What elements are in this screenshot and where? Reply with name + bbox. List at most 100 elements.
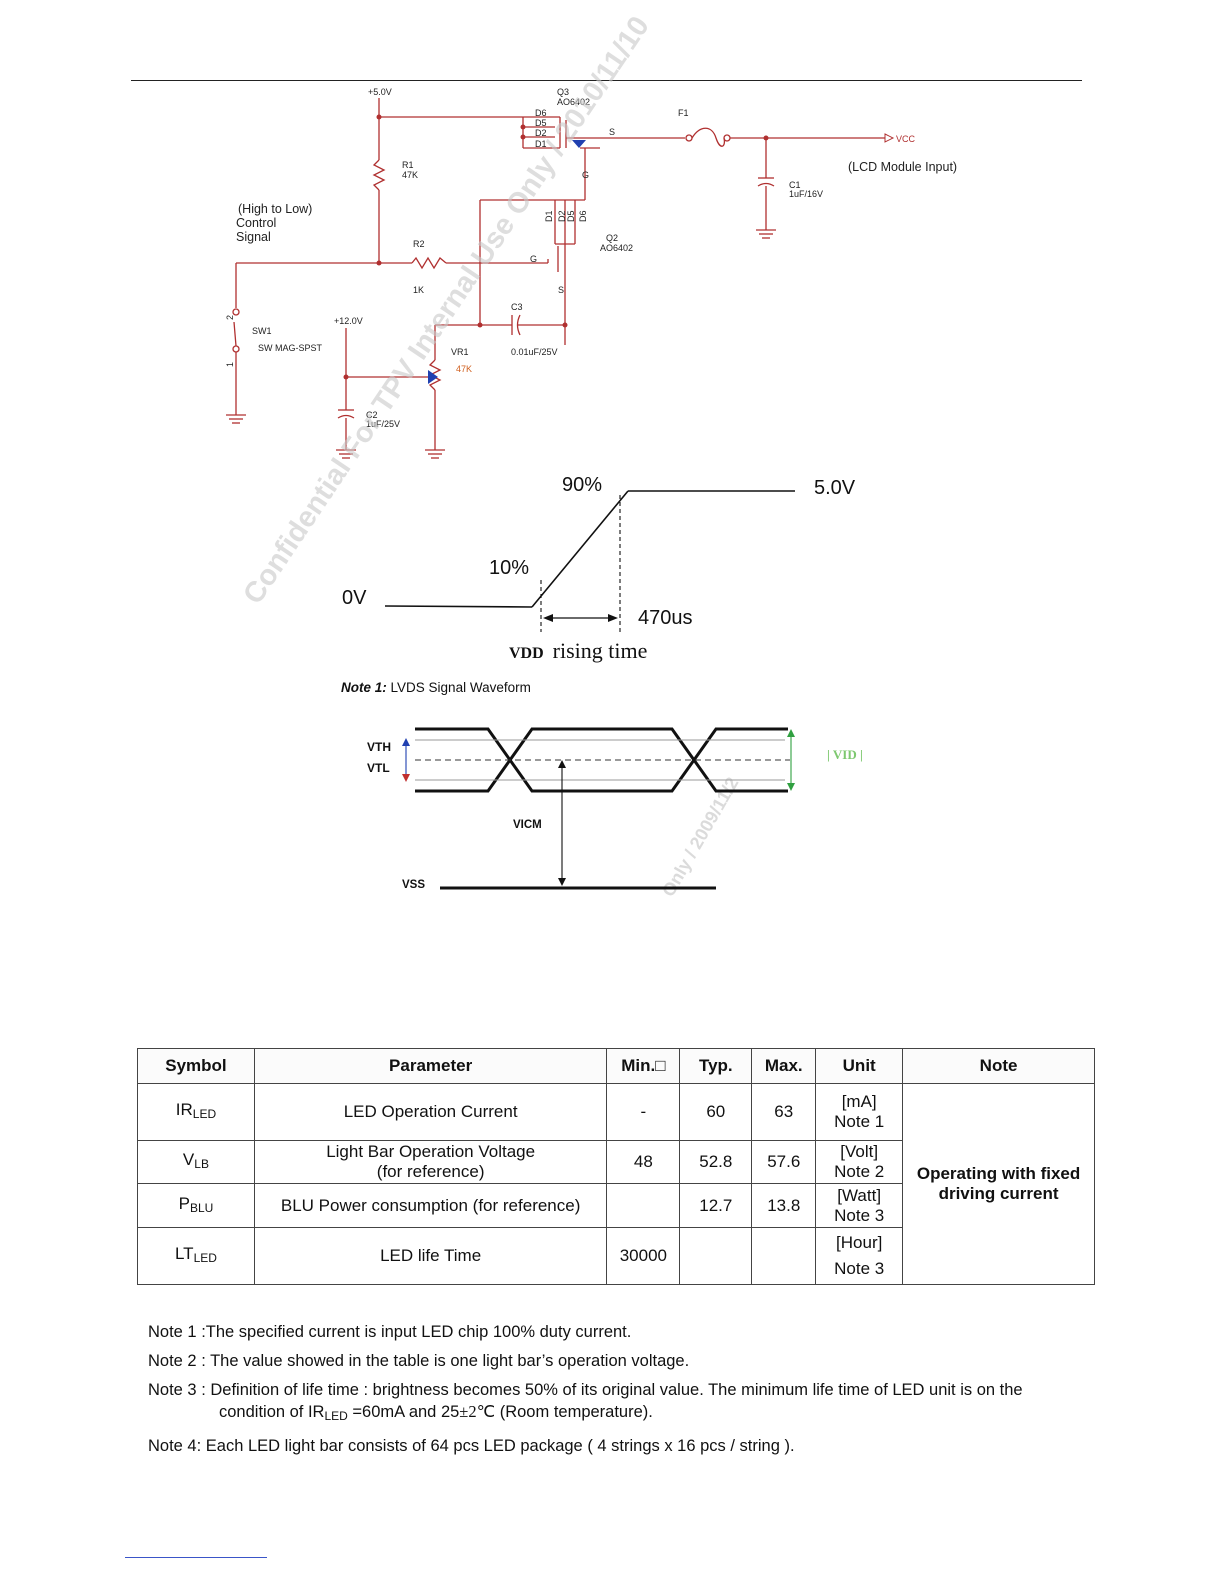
label-r1-value: 47K bbox=[402, 170, 418, 180]
cell-symbol: IRLED bbox=[137, 1083, 255, 1141]
cell-typ: 60 bbox=[679, 1083, 753, 1141]
label-90-percent: 90% bbox=[562, 474, 602, 496]
lvds-waveform: VTH VTL | VID | VICM VSS bbox=[367, 727, 863, 891]
cell-unit: [Watt]Note 3 bbox=[815, 1183, 904, 1228]
cell-symbol: LTLED bbox=[137, 1227, 255, 1285]
note-3-line1: Note 3 : Definition of life time : brigh… bbox=[148, 1381, 1023, 1399]
label-q3-source: S bbox=[609, 127, 615, 137]
label-vr1: VR1 bbox=[451, 347, 469, 357]
cell-typ: 12.7 bbox=[679, 1183, 753, 1228]
label-vr1-value: 47K bbox=[456, 364, 472, 374]
label-q2-pin-1: D1 bbox=[544, 210, 554, 222]
label-vid: | VID | bbox=[827, 747, 863, 762]
label-vss: VSS bbox=[402, 879, 425, 891]
header-symbol: Symbol bbox=[137, 1048, 255, 1084]
caption-vdd: VDD bbox=[509, 645, 544, 662]
table-row: LTLED LED life Time 30000 [Hour]Note 3 bbox=[137, 1227, 1095, 1285]
cell-min: 48 bbox=[606, 1140, 681, 1184]
label-control-3: Signal bbox=[236, 230, 271, 244]
note1-prefix: Note 1: bbox=[341, 680, 387, 695]
label-q2-source: S bbox=[558, 285, 564, 295]
cell-parameter: LED Operation Current bbox=[253, 1083, 608, 1141]
header-typ: Typ. bbox=[679, 1048, 753, 1084]
cell-unit: [mA]Note 1 bbox=[815, 1083, 904, 1141]
label-q3-pin-4: D1 bbox=[535, 139, 547, 149]
note-1: Note 1 :The specified current is input L… bbox=[148, 1323, 632, 1341]
vdd-rising-time-diagram: 90% 5.0V 10% 0V 470us VDD rising time bbox=[342, 474, 856, 663]
label-f1: F1 bbox=[678, 108, 689, 118]
label-vicm: VICM bbox=[513, 819, 542, 831]
label-c3-value: 0.01uF/25V bbox=[511, 347, 558, 357]
label-c2: C2 bbox=[366, 410, 378, 420]
note1-caption: Note 1: LVDS Signal Waveform bbox=[341, 680, 531, 695]
caption-rising-time: rising time bbox=[553, 638, 648, 663]
label-q3-pin-1: D6 bbox=[535, 108, 547, 118]
label-q3-part: AO6402 bbox=[557, 97, 590, 107]
cell-symbol: PBLU bbox=[137, 1183, 255, 1228]
label-q3-gate: G bbox=[582, 170, 589, 180]
note-3: Note 3 : Definition of life time : brigh… bbox=[148, 1380, 1088, 1427]
label-c2-value: 1uF/25V bbox=[366, 419, 400, 429]
cell-min: - bbox=[606, 1083, 681, 1141]
label-v12: +12.0V bbox=[334, 316, 363, 326]
label-r2: R2 bbox=[413, 239, 425, 249]
cell-unit: [Volt]Note 2 bbox=[815, 1140, 904, 1184]
label-control-1: (High to Low) bbox=[238, 202, 312, 216]
label-c3: C3 bbox=[511, 302, 523, 312]
label-470us: 470us bbox=[638, 607, 693, 629]
led-spec-table: Symbol Parameter Min.□ Typ. Max. Unit No… bbox=[137, 1048, 1095, 1285]
label-10-percent: 10% bbox=[489, 557, 529, 579]
header-min: Min.□ bbox=[606, 1048, 681, 1084]
label-q2-gate: G bbox=[530, 254, 537, 264]
cell-typ: 52.8 bbox=[679, 1140, 753, 1184]
cell-max bbox=[751, 1227, 817, 1285]
label-lcd-input: (LCD Module Input) bbox=[848, 160, 957, 174]
label-vth: VTH bbox=[367, 740, 391, 754]
cell-min: 30000 bbox=[606, 1227, 681, 1285]
cell-symbol: VLB bbox=[137, 1140, 255, 1184]
cell-unit: [Hour]Note 3 bbox=[815, 1227, 904, 1285]
label-sw-pin1: 1 bbox=[225, 362, 235, 367]
label-q3-pin-3: D2 bbox=[535, 128, 547, 138]
label-c1-value: 1uF/16V bbox=[789, 189, 823, 199]
label-q2-part: AO6402 bbox=[600, 243, 633, 253]
header-parameter: Parameter bbox=[253, 1048, 608, 1084]
label-r2-value: 1K bbox=[413, 285, 424, 295]
cell-max: 63 bbox=[751, 1083, 817, 1141]
cell-parameter: BLU Power consumption (for reference) bbox=[253, 1183, 608, 1228]
cell-max: 13.8 bbox=[751, 1183, 817, 1228]
label-sw1: SW1 bbox=[252, 326, 272, 336]
note-3-line2: condition of IRLED =60mA and 25±2℃ (Room… bbox=[219, 1402, 653, 1423]
table-row: VLB Light Bar Operation Voltage(for refe… bbox=[137, 1140, 1095, 1184]
label-r1: R1 bbox=[402, 160, 414, 170]
label-q2-pin-4: D6 bbox=[578, 210, 588, 222]
header-max: Max. bbox=[751, 1048, 817, 1084]
label-sw1-type: SW MAG-SPST bbox=[258, 343, 323, 353]
table-header-row: Symbol Parameter Min.□ Typ. Max. Unit No… bbox=[137, 1048, 1095, 1084]
header-unit: Unit bbox=[815, 1048, 904, 1084]
label-vtl: VTL bbox=[367, 761, 390, 775]
cell-parameter: LED life Time bbox=[253, 1227, 608, 1285]
label-v5: +5.0V bbox=[368, 87, 392, 97]
label-q2: Q2 bbox=[606, 233, 618, 243]
header-note: Note bbox=[902, 1048, 1095, 1084]
cell-max: 57.6 bbox=[751, 1140, 817, 1184]
cell-min bbox=[606, 1183, 681, 1228]
footer-rule bbox=[125, 1557, 267, 1558]
label-q3-pin-2: D5 bbox=[535, 118, 547, 128]
header-rule bbox=[131, 80, 1082, 81]
label-q3: Q3 bbox=[557, 87, 569, 97]
label-c1: C1 bbox=[789, 180, 801, 190]
rising-time-caption: VDD rising time bbox=[509, 638, 647, 663]
cell-parameter: Light Bar Operation Voltage(for referenc… bbox=[253, 1140, 608, 1184]
label-q2-pin-3: D5 bbox=[566, 210, 576, 222]
note-2: Note 2 : The value showed in the table i… bbox=[148, 1352, 690, 1370]
label-q2-pin-2: D2 bbox=[557, 210, 567, 222]
label-0v: 0V bbox=[342, 587, 367, 609]
vdd-control-circuit: +5.0V Q3 AO6402 D6 D5 D2 D1 S G F1 VCC C… bbox=[225, 87, 957, 459]
label-vcc: VCC bbox=[896, 134, 916, 144]
label-5v: 5.0V bbox=[814, 477, 856, 499]
note1-text: LVDS Signal Waveform bbox=[390, 680, 531, 695]
label-control-2: Control bbox=[236, 216, 276, 230]
